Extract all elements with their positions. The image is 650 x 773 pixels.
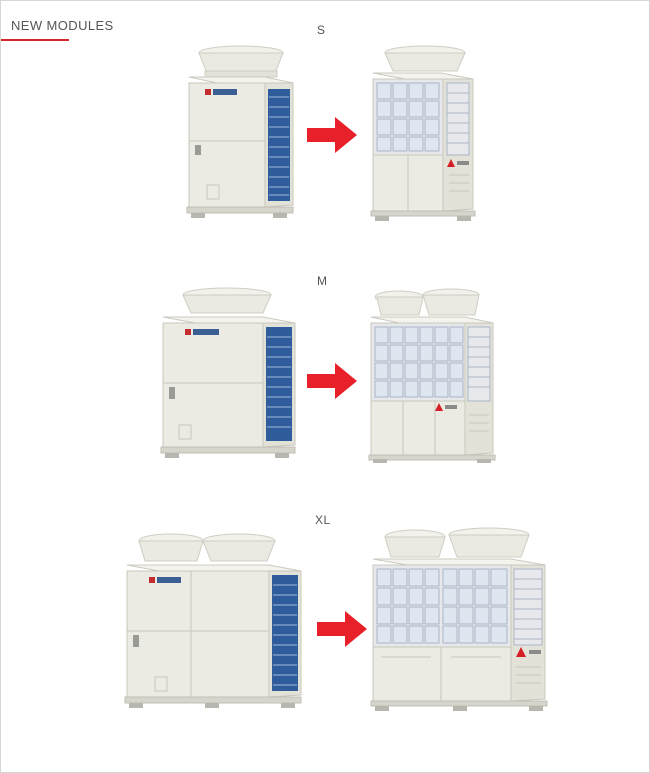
arrow-right-icon [307, 117, 357, 153]
arrow-right-icon [317, 611, 367, 647]
module-size-label-s: S [317, 23, 326, 37]
module-size-label-xl: XL [315, 513, 331, 527]
outdoor-unit-old-xl-icon [124, 533, 302, 708]
outdoor-unit-old-s-icon [186, 45, 294, 218]
outdoor-unit-old-m-icon [160, 287, 296, 458]
section-title-underline [1, 39, 69, 41]
outdoor-unit-new-m-icon [368, 288, 496, 463]
outdoor-unit-new-xl-icon [370, 527, 548, 711]
module-size-label-m: M [317, 274, 328, 288]
outdoor-unit-new-s-icon [370, 45, 476, 221]
arrow-right-icon [307, 363, 357, 399]
section-title: NEW MODULES [11, 18, 114, 33]
